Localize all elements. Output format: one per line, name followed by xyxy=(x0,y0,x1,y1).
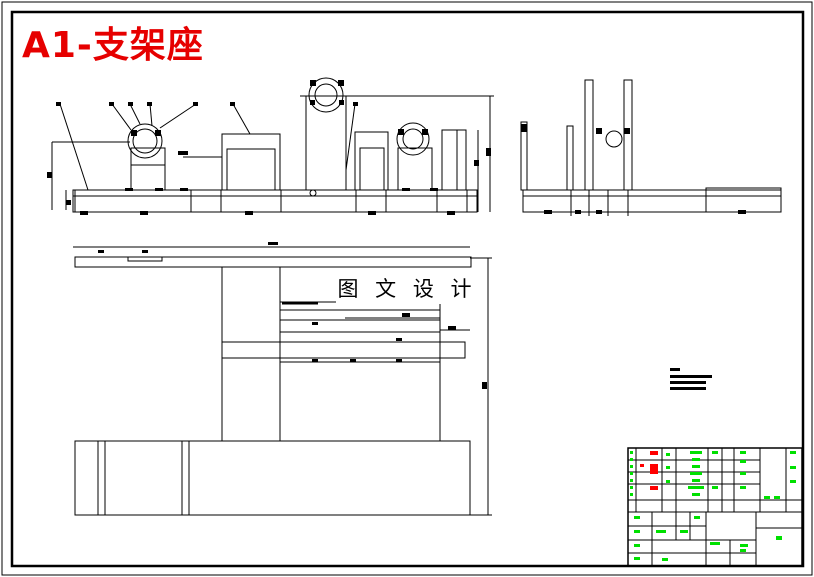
drawing-title: A1-支架座 xyxy=(22,25,204,66)
front-view xyxy=(51,77,494,213)
side-view xyxy=(520,79,782,216)
top-view-marks xyxy=(98,242,712,390)
watermark-text: 图 文 设 计 xyxy=(336,274,478,304)
side-view-marks xyxy=(521,124,746,214)
title-block xyxy=(627,447,803,567)
top-view xyxy=(73,246,492,516)
front-view-hatch-marks xyxy=(47,80,491,215)
